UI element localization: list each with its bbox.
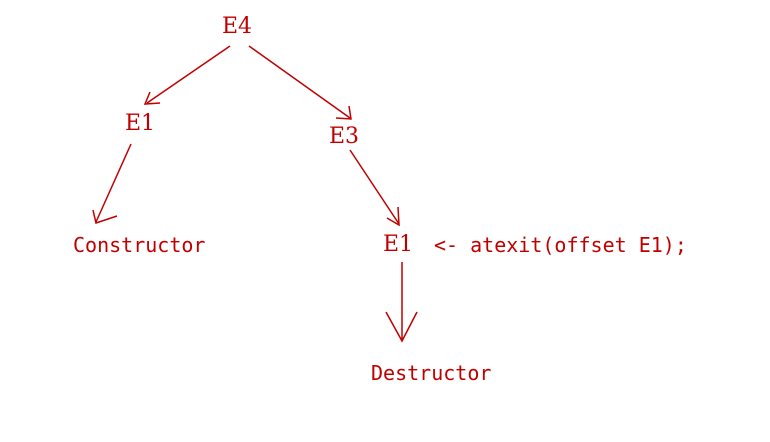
atexit-annotation: <- atexit(offset E1); [434,233,687,257]
node-e4: E4 [222,14,253,39]
node-e1-right: E1 [383,232,414,257]
edge-e4-to-e3 [248,45,352,120]
edge-e1-to-constructor [92,143,132,224]
edge-e1-to-destructor [385,262,418,343]
node-e3: E3 [329,124,360,149]
destructor-label: Destructor [371,361,492,385]
node-e1-left: E1 [125,111,156,136]
edge-e3-to-e1 [349,149,400,227]
edge-e4-to-e1 [143,45,231,105]
constructor-label: Constructor [73,233,206,257]
